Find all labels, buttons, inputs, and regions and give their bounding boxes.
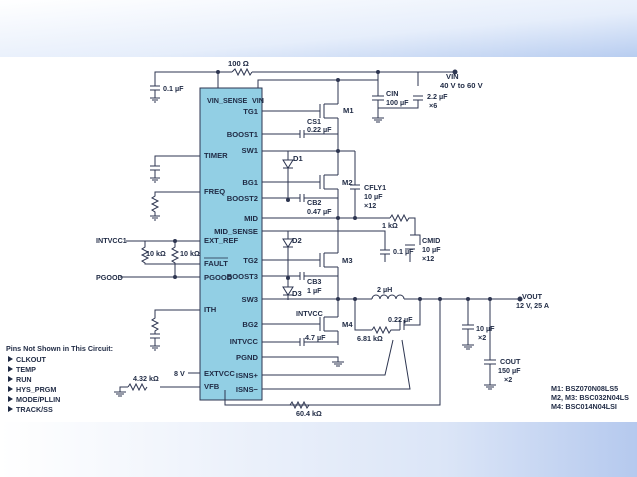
label-c22-mult: ×6: [429, 101, 437, 110]
pin-fault: FAULT: [204, 259, 228, 268]
pin-mid-sense: MID_SENSE: [214, 227, 258, 236]
label-cs1: CS1: [307, 117, 321, 126]
ic-body: [199, 87, 263, 401]
pin-sw1: SW1: [242, 146, 259, 155]
label-m2: M2: [342, 178, 353, 187]
pin-boost1: BOOST1: [227, 130, 259, 139]
label-c10x2: 10 µF: [476, 324, 495, 333]
label-cb3: CB3: [307, 277, 321, 286]
pin-extvcc: EXTVCC: [204, 369, 235, 378]
pin-freq: FREQ: [204, 187, 225, 196]
label-d3: D3: [292, 289, 302, 298]
pin-bg1: BG1: [242, 178, 258, 187]
label-r432: 4.32 kΩ: [133, 374, 159, 383]
pin-ext-ref: EXT_REF: [204, 236, 239, 245]
pin-vin-sense: VIN_SENSE: [207, 96, 248, 105]
wiring: [114, 67, 520, 410]
junction-dots: [173, 69, 523, 302]
note-item: TRACK/SS: [16, 405, 53, 414]
notes-title: Pins Not Shown in This Circuit:: [6, 344, 113, 353]
label-8v: 8 V: [174, 369, 185, 378]
label-cb3-val: 1 µF: [307, 286, 322, 295]
pin-pgnd: PGND: [236, 353, 258, 362]
label-cout: COUT: [500, 357, 521, 366]
pin-tg1: TG1: [243, 107, 259, 116]
label-d1: D1: [293, 154, 303, 163]
pin-timer: TIMER: [204, 151, 228, 160]
label-c01: 0.1 µF: [393, 247, 414, 256]
label-cfly1: CFLY1: [364, 183, 386, 192]
label-vin-range: 40 V to 60 V: [440, 81, 484, 90]
label-m3: M3: [342, 256, 353, 265]
label-pgood-ext: PGOOD: [96, 273, 123, 282]
label-r681: 6.81 kΩ: [357, 334, 383, 343]
label-inductor: 2 µH: [377, 285, 392, 294]
bom-m4: M4: BSC014N04LSI: [551, 402, 617, 411]
bom-m1: M1: BSZ070N08LS5: [551, 384, 618, 393]
pin-isns-minus: ISNS−: [236, 385, 259, 394]
label-r10k-a: 10 kΩ: [146, 249, 166, 258]
notes-list: CLKOUT TEMP RUN HYS_PRGM MODE/PLLIN TRAC…: [8, 355, 60, 414]
note-item: HYS_PRGM: [16, 385, 56, 394]
label-r1k: 1 kΩ: [382, 221, 398, 230]
label-cb2-val: 0.47 µF: [307, 207, 332, 216]
note-item: TEMP: [16, 365, 36, 374]
label-cmid-val: 10 µF: [422, 245, 441, 254]
pin-vin: VIN: [252, 96, 264, 105]
note-item: RUN: [16, 375, 32, 384]
pin-bg2: BG2: [242, 320, 258, 329]
pin-boost3: BOOST3: [227, 272, 258, 281]
label-cfly1-val: 10 µF: [364, 192, 383, 201]
note-item: CLKOUT: [16, 355, 47, 364]
label-c22: 2.2 µF: [427, 92, 448, 101]
label-cs1-val: 0.22 µF: [307, 125, 332, 134]
label-cb2: CB2: [307, 198, 321, 207]
pin-intvcc: INTVCC: [230, 337, 259, 346]
label-intvcc1: INTVCC1: [96, 236, 127, 245]
label-r10k-b: 10 kΩ: [180, 249, 200, 258]
pin-boost2: BOOST2: [227, 194, 258, 203]
label-r604: 60.4 kΩ: [296, 409, 322, 418]
label-cmid: CMID: [422, 236, 440, 245]
pin-tg2: TG2: [243, 256, 258, 265]
label-r-top: 100 Ω: [228, 59, 249, 68]
label-cfly1-mult: ×12: [364, 201, 376, 210]
pin-isns-plus: ISNS+: [236, 371, 259, 380]
label-vout-spec: 12 V, 25 A: [516, 301, 549, 310]
label-c47: 4.7 µF: [305, 333, 326, 342]
label-cmid-mult: ×12: [422, 254, 434, 263]
pin-pgood: PGOOD: [204, 273, 233, 282]
label-cin: CIN: [386, 89, 398, 98]
pin-vfb: VFB: [204, 382, 220, 391]
label-intvcc: INTVCC: [296, 309, 323, 318]
label-c022: 0.22 µF: [388, 315, 413, 324]
label-m4: M4: [342, 320, 353, 329]
label-c-top: 0.1 µF: [163, 84, 184, 93]
label-cout-val: 150 µF: [498, 366, 521, 375]
pin-sw3: SW3: [242, 295, 258, 304]
label-vin: VIN: [446, 72, 459, 81]
label-vout: VOUT: [522, 292, 543, 301]
bom-m23: M2, M3: BSC032N04LS: [551, 393, 629, 402]
label-d2: D2: [292, 236, 302, 245]
pin-mid: MID: [244, 214, 258, 223]
pin-ith: ITH: [204, 305, 216, 314]
label-cout-mult: ×2: [504, 375, 512, 384]
label-cin-val: 100 µF: [386, 98, 409, 107]
label-m1: M1: [343, 106, 354, 115]
note-item: MODE/PLLIN: [16, 395, 60, 404]
label-c10x2-mult: ×2: [478, 333, 486, 342]
